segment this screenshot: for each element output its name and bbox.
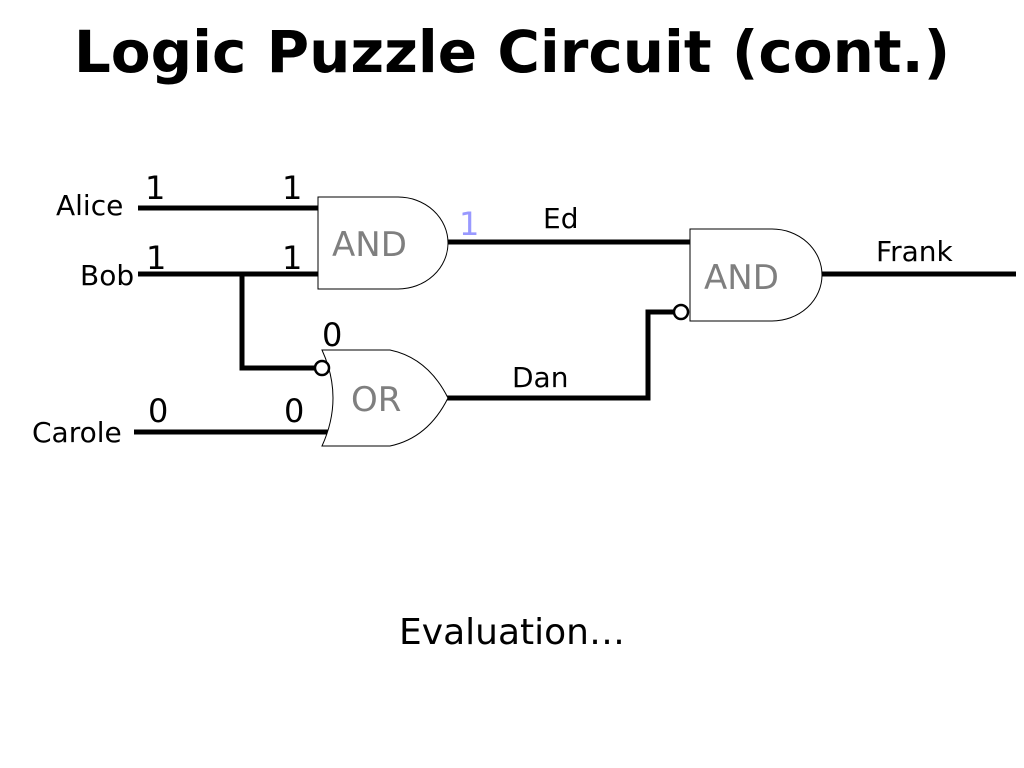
dan-label: Dan <box>512 361 568 394</box>
or-gate-label: OR <box>351 380 401 420</box>
or-gate <box>321 349 449 447</box>
and-gate-2-label: AND <box>704 258 779 298</box>
ed-label: Ed <box>543 202 578 235</box>
bob-branch-wire <box>239 274 316 371</box>
bob-label: Bob <box>80 259 134 292</box>
alice-gate-value: 1 <box>282 169 302 207</box>
or-input-inverter-bubble <box>313 359 331 377</box>
carole-label: Carole <box>32 416 122 449</box>
and-gate-1-label: AND <box>332 225 407 265</box>
slide-title: Logic Puzzle Circuit (cont.) <box>73 18 951 86</box>
frank-label: Frank <box>876 235 953 268</box>
alice-label: Alice <box>56 189 123 222</box>
bob-input-value: 1 <box>146 239 166 277</box>
bob-gate-value: 1 <box>282 239 302 277</box>
and2-input-inverter-bubble <box>672 303 690 321</box>
and-gate-1 <box>317 196 449 290</box>
evaluation-caption: Evaluation… <box>399 612 625 653</box>
and-gate-2 <box>689 228 823 322</box>
alice-input-value: 1 <box>145 169 165 207</box>
or-top-input-value: 0 <box>322 316 342 354</box>
carole-input-value: 0 <box>148 392 168 430</box>
carole-gate-value: 0 <box>284 392 304 430</box>
ed-output-value: 1 <box>459 205 479 243</box>
dan-wire <box>442 309 675 401</box>
